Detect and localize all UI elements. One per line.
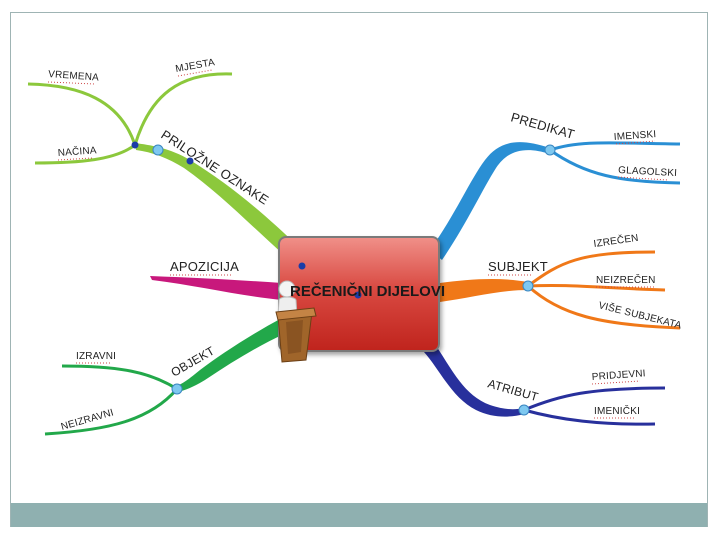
label-subjekt: SUBJEKT <box>488 259 548 274</box>
collapse-toggle[interactable] <box>152 144 164 156</box>
central-title: REČENIČNI DIJELOVI <box>290 283 446 300</box>
label-neizrecen: NEIZREČEN <box>596 273 656 286</box>
node-dot <box>298 262 306 270</box>
node-dot <box>186 157 194 165</box>
collapse-toggle[interactable] <box>518 404 530 416</box>
branch-apozicija <box>150 276 282 300</box>
label-vremena: VREMENA <box>48 69 100 84</box>
speaker-podium-icon <box>275 280 317 363</box>
label-glagolski: GLAGOLSKI <box>618 165 678 179</box>
branch-objekt <box>176 318 284 392</box>
collapse-toggle[interactable] <box>171 383 183 395</box>
branch-predikat <box>430 142 550 260</box>
footer-bar <box>11 503 707 527</box>
label-pridjevni: PRIDJEVNI <box>591 368 646 383</box>
label-imenski: IMENSKI <box>613 129 656 143</box>
node-dot <box>354 291 362 299</box>
collapse-toggle[interactable] <box>544 144 556 156</box>
label-nacina: NAČINA <box>57 143 97 159</box>
branch-subjekt <box>440 279 528 302</box>
label-apozicija: APOZICIJA <box>170 259 239 274</box>
label-izravni: IZRAVNI <box>76 351 116 362</box>
label-imenicki: IMENIČKI <box>594 404 640 417</box>
collapse-toggle[interactable] <box>522 280 534 292</box>
node-dot <box>131 141 139 149</box>
